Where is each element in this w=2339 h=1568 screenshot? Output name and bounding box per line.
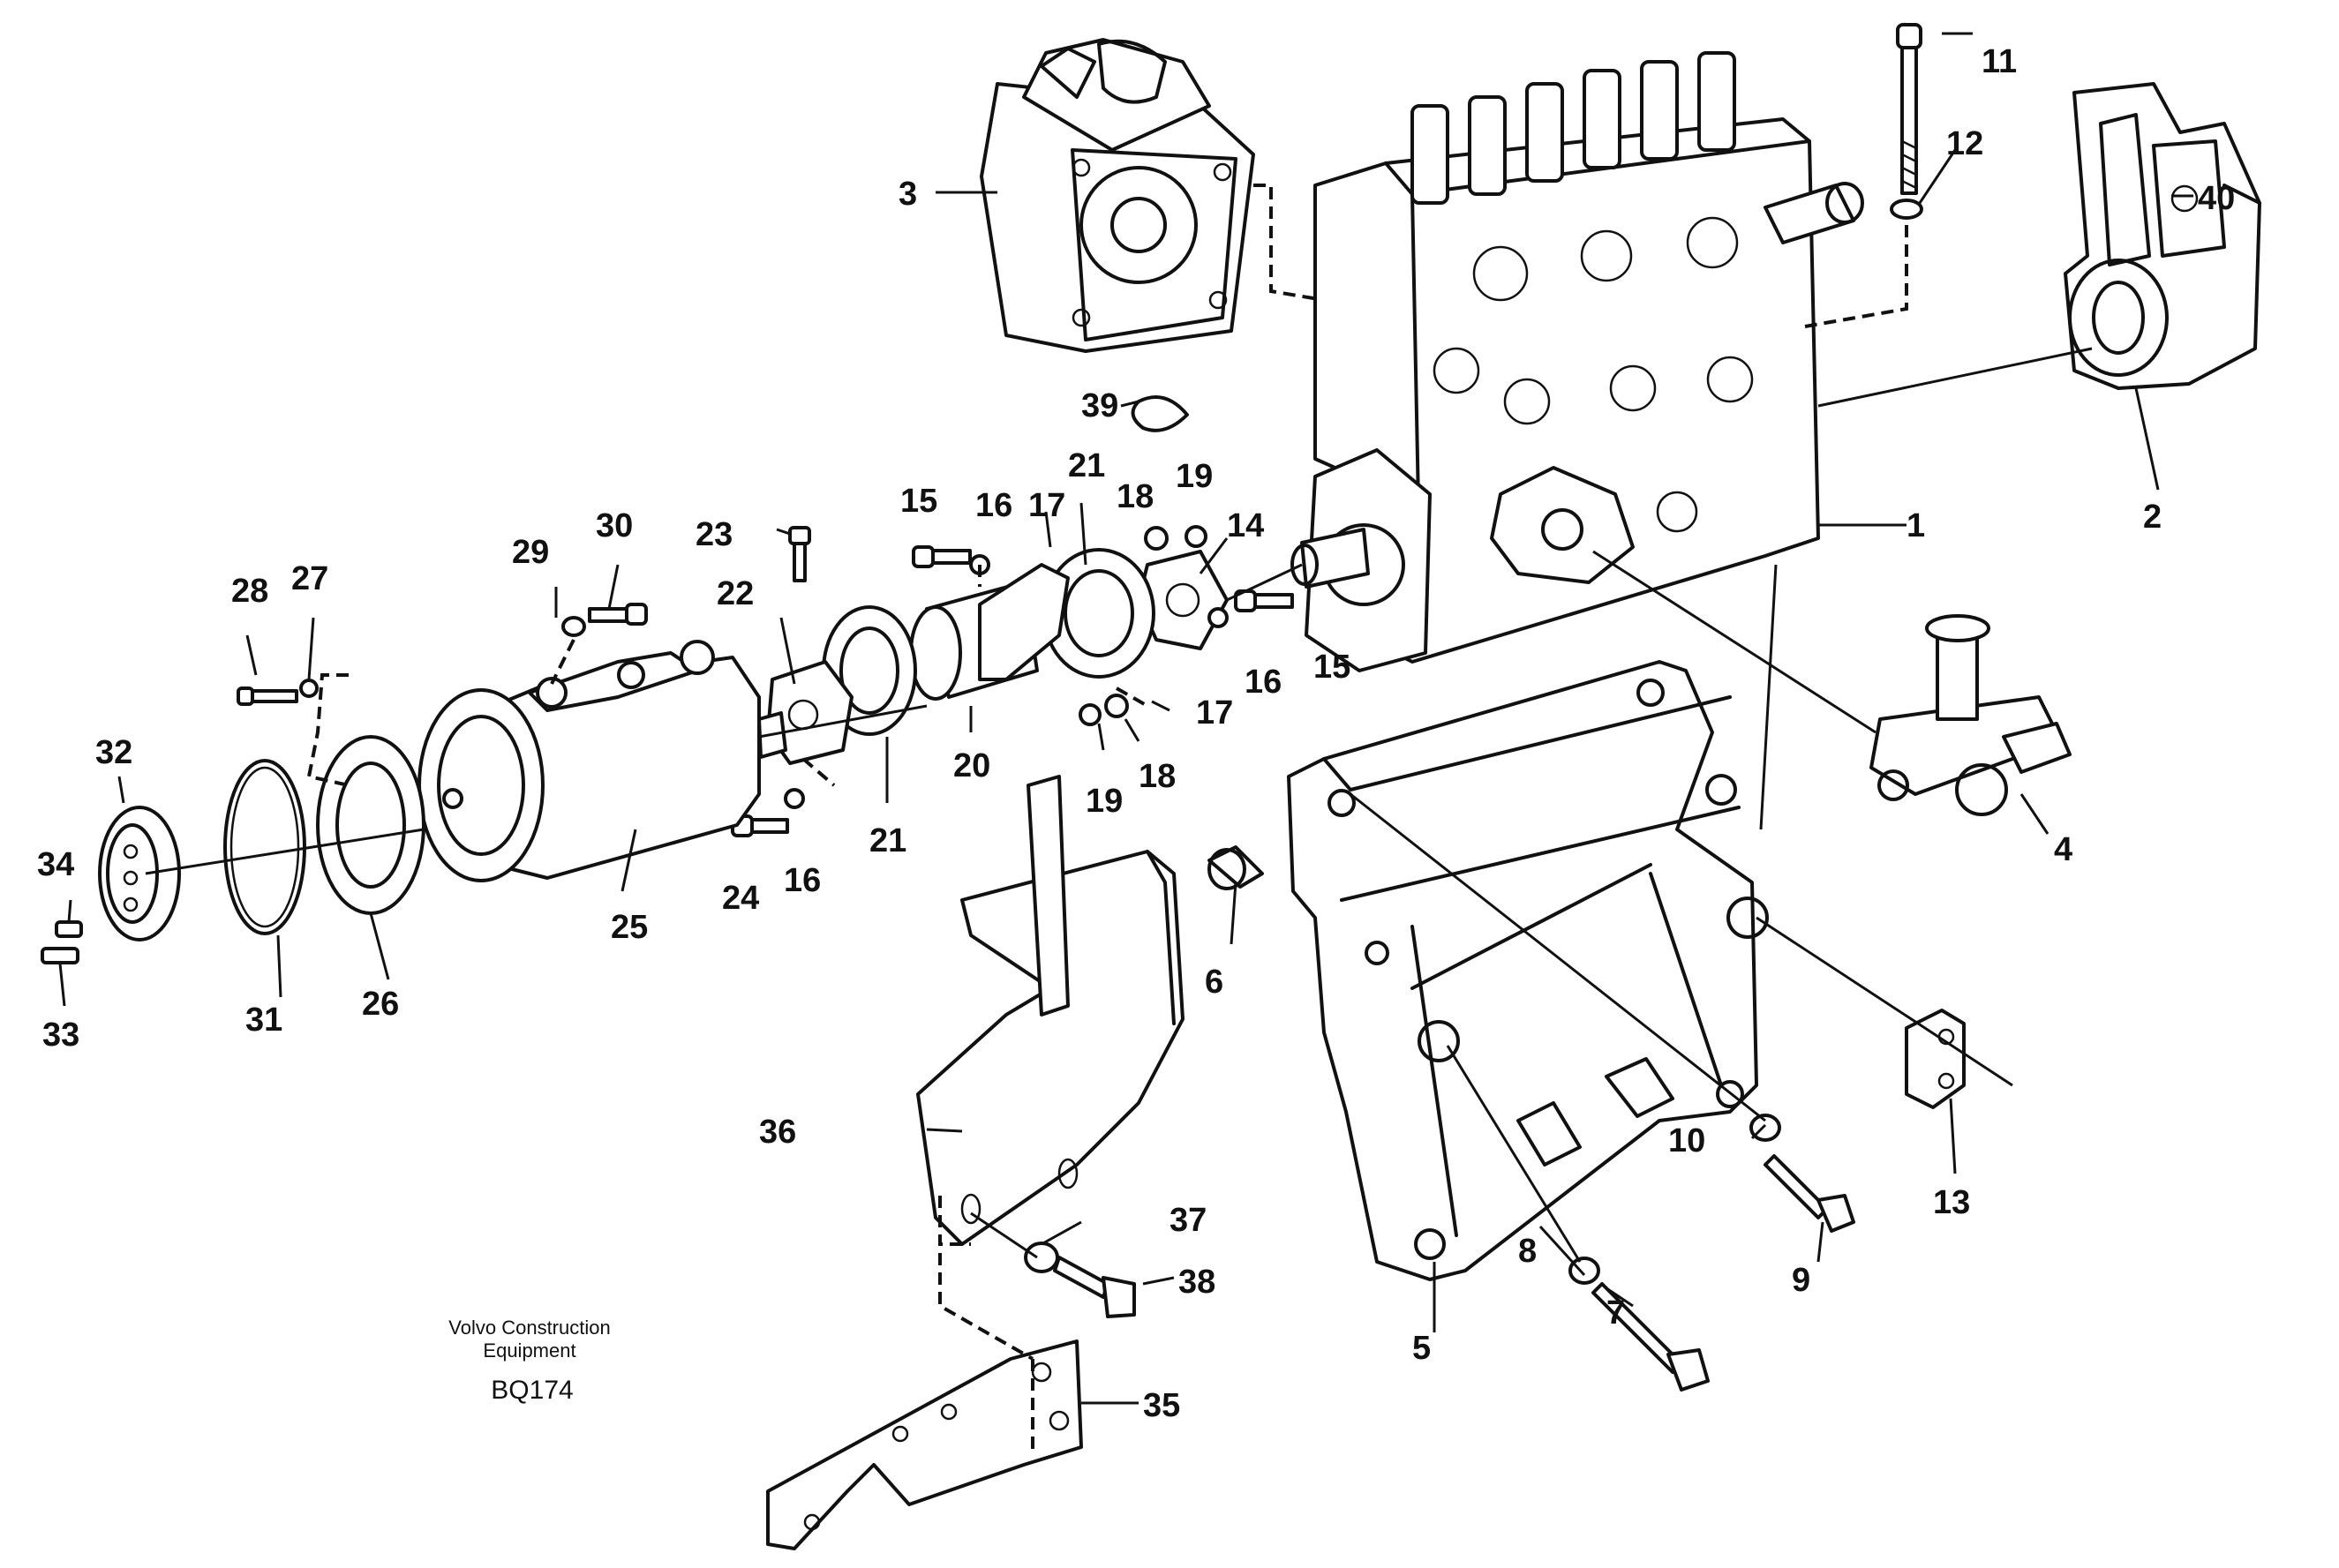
label-part-2: 2 (2143, 499, 2162, 536)
label-part-31: 31 (245, 1002, 282, 1039)
part-18-nut-b (1104, 694, 1129, 718)
label-part-23: 23 (696, 516, 733, 553)
label-part-17-a: 17 (1028, 487, 1065, 524)
label-part-16-c: 16 (784, 862, 821, 899)
part-39-seal (1131, 395, 1189, 432)
part-34-pin (55, 920, 83, 938)
part-3-governor-cover (980, 38, 1255, 353)
label-part-29: 29 (512, 534, 549, 571)
part-6-bushing (1207, 845, 1264, 890)
caption-line-2: Equipment (483, 1339, 575, 1362)
part-30-screw (588, 603, 648, 626)
part-23-screw (788, 526, 811, 582)
caption-block: Volvo Construction Equipment BQ174 (448, 1317, 610, 1405)
label-part-39: 39 (1081, 387, 1118, 424)
part-11-dashed-connector (1804, 225, 1908, 328)
label-part-17-b: 17 (1196, 694, 1233, 731)
label-part-11: 11 (1982, 43, 2017, 80)
part-38-bolt (1053, 1256, 1136, 1318)
part-labels: 1 2 3 4 5 6 7 8 9 10 11 12 13 14 15 15 1… (37, 43, 2235, 1424)
part-20-coupling-hub (909, 563, 1070, 701)
label-part-19-b: 19 (1086, 783, 1123, 820)
label-part-32: 32 (95, 734, 132, 771)
part-28-screw (237, 686, 298, 706)
label-part-7: 7 (1606, 1294, 1625, 1332)
part-4-feed-pump (1592, 550, 2072, 816)
part-5-bracket (1287, 660, 1769, 1281)
label-part-33: 33 (42, 1017, 79, 1054)
part-12-washer (1890, 199, 1923, 220)
label-part-5: 5 (1412, 1330, 1431, 1367)
label-part-35: 35 (1143, 1387, 1180, 1424)
leader-lines (58, 32, 2193, 1405)
label-part-21-b: 21 (869, 822, 906, 859)
part-19-nut-b (1079, 703, 1102, 726)
part-26-flange (316, 735, 425, 915)
part-15-screw (912, 545, 972, 568)
label-part-21-a: 21 (1068, 447, 1105, 484)
label-part-15-a: 15 (900, 483, 937, 520)
part-36-shield (916, 775, 1185, 1246)
label-part-34: 34 (37, 846, 74, 883)
part-11-bolt (1896, 23, 1922, 195)
part-15-screw-b (1234, 589, 1294, 612)
label-part-37: 37 (1170, 1202, 1207, 1239)
part-9-bolt (1764, 1154, 1855, 1233)
label-part-3: 3 (899, 176, 917, 213)
label-part-20: 20 (953, 747, 990, 784)
label-part-40: 40 (2198, 180, 2235, 217)
label-part-25: 25 (611, 909, 648, 946)
label-part-4: 4 (2054, 831, 2072, 868)
label-part-9: 9 (1792, 1262, 1810, 1299)
part-25-compressor (417, 640, 928, 882)
label-part-15-b: 15 (1313, 649, 1350, 686)
label-part-22: 22 (717, 575, 754, 612)
label-part-10: 10 (1668, 1122, 1705, 1159)
label-part-38: 38 (1178, 1264, 1215, 1301)
part-18-nut-a (1144, 526, 1169, 551)
part-33-pin (41, 947, 79, 964)
part-31-oring (223, 759, 306, 935)
part-2-governor-housing (2064, 82, 2261, 390)
part-2-tie-line (1817, 347, 2093, 408)
part-27-washer (299, 679, 319, 698)
part-16-washer-c (784, 788, 805, 809)
label-part-12: 12 (1946, 125, 1983, 162)
caption-line-1: Volvo Construction (448, 1317, 610, 1339)
label-part-27: 27 (291, 560, 328, 597)
label-part-1: 1 (1907, 507, 1925, 544)
label-part-36: 36 (759, 1114, 796, 1151)
label-part-26: 26 (362, 986, 399, 1023)
part-32-gear (98, 806, 181, 942)
part-19-nut-a (1185, 525, 1207, 548)
drawing-code: BQ174 (491, 1376, 573, 1405)
label-part-16-b: 16 (1245, 664, 1282, 701)
part-1-injection-pump (1290, 51, 1864, 830)
part-8-washer (1568, 1257, 1600, 1285)
label-part-16-a: 16 (975, 487, 1012, 524)
part-7-bolt (1591, 1282, 1710, 1392)
label-part-19-a: 19 (1176, 458, 1213, 495)
label-part-30: 30 (596, 507, 633, 544)
label-part-18-b: 18 (1139, 758, 1176, 795)
label-part-14: 14 (1227, 507, 1264, 544)
part-3-dashed-connector (1253, 184, 1325, 302)
label-part-13: 13 (1933, 1184, 1970, 1221)
label-part-28: 28 (231, 573, 268, 610)
label-part-24: 24 (722, 880, 759, 917)
part-16-washer-b (1207, 607, 1229, 628)
label-part-8: 8 (1518, 1233, 1537, 1270)
part-29-washer (561, 616, 586, 637)
part-35-support-plate (766, 1339, 1083, 1550)
label-part-18-a: 18 (1117, 478, 1154, 515)
label-part-6: 6 (1205, 964, 1223, 1001)
part-37-washer (1024, 1242, 1059, 1273)
part-13-clip (1756, 916, 2013, 1109)
